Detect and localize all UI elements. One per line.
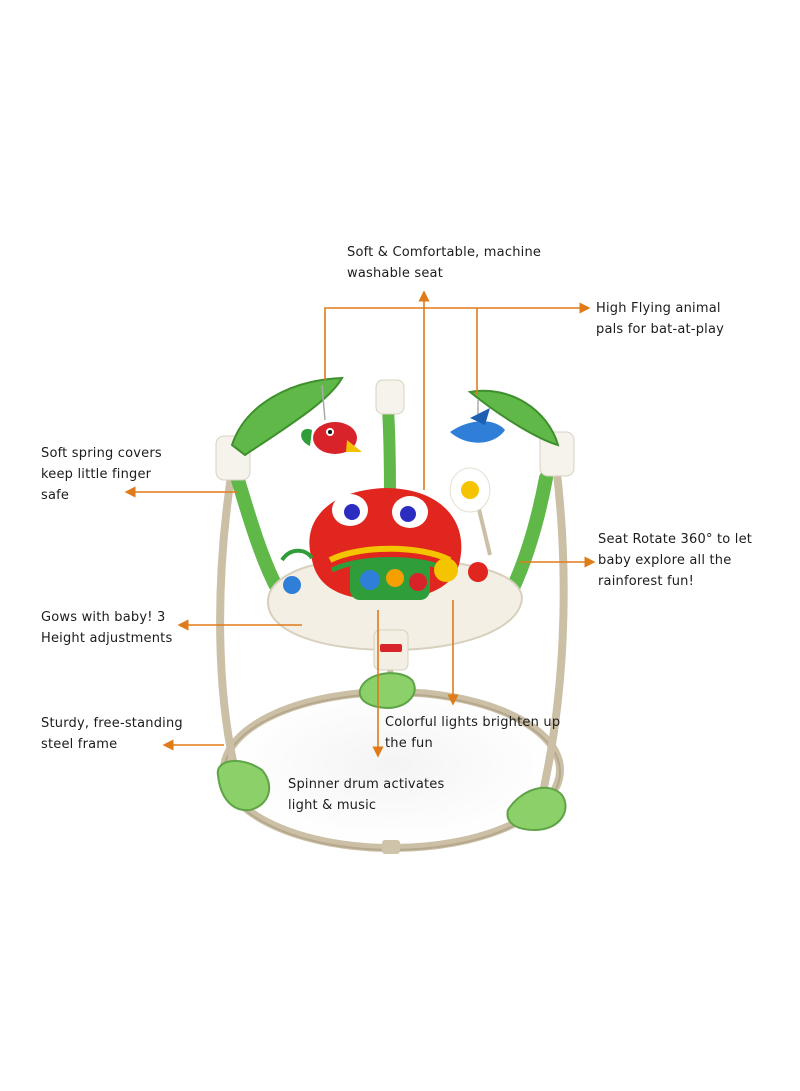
callout-lines xyxy=(124,290,596,758)
leaf-right xyxy=(467,389,560,447)
front-toys xyxy=(280,548,488,600)
cap-right xyxy=(539,431,575,477)
callout-spinner: Spinner drum activates light & music xyxy=(288,777,445,813)
line-animals xyxy=(324,302,591,380)
leaf-left xyxy=(230,376,344,457)
callout-frame: Sturdy, free-standing steel frame xyxy=(41,716,183,752)
sun-toy xyxy=(449,467,492,556)
callout-spring-covers: Soft spring covers keep little finger sa… xyxy=(41,446,162,503)
foot-front-clip xyxy=(382,840,400,854)
spring-left xyxy=(231,473,285,597)
callout-animals: High Flying animal pals for bat-at-play xyxy=(596,301,725,337)
callout-rotate: Seat Rotate 360° to let baby explore all… xyxy=(598,532,753,589)
foot-left xyxy=(216,759,271,812)
spring-back xyxy=(382,404,396,506)
callout-seat: Soft & Comfortable, machine washable sea… xyxy=(347,245,542,281)
spring-right xyxy=(505,471,553,597)
foot-right xyxy=(506,786,567,832)
right-leg xyxy=(536,461,568,809)
bluebird-toy xyxy=(450,400,505,443)
callout-height: Gows with baby! 3 Height adjustments xyxy=(41,610,173,646)
floor-shadow xyxy=(227,685,557,845)
left-leg xyxy=(216,466,244,794)
foot-back xyxy=(358,672,416,710)
callout-lights: Colorful lights brighten up the fun xyxy=(385,715,561,751)
parrot-toy xyxy=(301,384,362,454)
cap-back xyxy=(375,379,405,415)
